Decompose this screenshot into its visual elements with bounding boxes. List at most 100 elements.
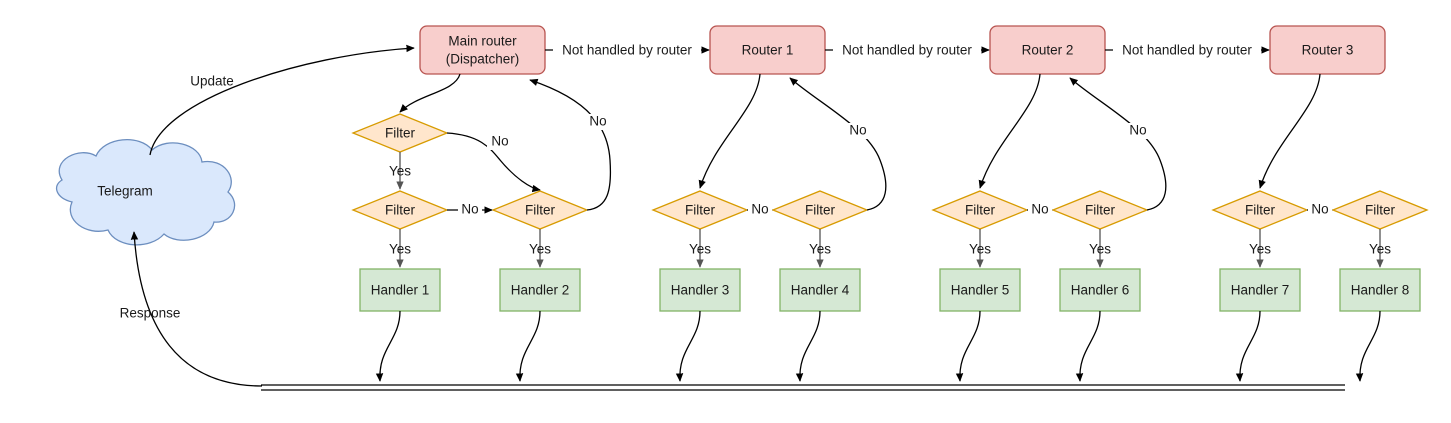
handler-3-label: Handler 3 <box>671 283 730 298</box>
edge-label-yes-6: Yes <box>969 242 991 257</box>
edge-label-no-h: No <box>1311 202 1328 217</box>
handler-node-1[interactable]: Handler 1 <box>359 268 441 312</box>
filter-node-8[interactable]: Filter <box>1331 190 1429 230</box>
edge-label-bg-no-h <box>1308 202 1332 218</box>
edge-filter4-no-return <box>789 77 887 211</box>
edge-label-not-handled-1: Not handled by router <box>562 43 692 58</box>
edge-label-no-b: No <box>461 202 478 217</box>
handler-7-label: Handler 7 <box>1231 283 1290 298</box>
edge-label-bg-1 <box>553 42 701 59</box>
filter-node-0[interactable]: Filter <box>351 113 449 153</box>
edge-handler5-to-collector <box>955 310 981 382</box>
filter-5-label: Filter <box>965 203 996 218</box>
edge-label-not-handled-2: Not handled by router <box>842 43 972 58</box>
edge-label-bg-no-c <box>585 114 611 130</box>
handler-5-box <box>939 268 1021 312</box>
main-router-label-line1: Main router <box>448 34 517 49</box>
edge-label-bg-no-a <box>487 134 513 150</box>
filter-4-label: Filter <box>805 203 836 218</box>
edge-label-no-a: No <box>491 134 508 149</box>
handler-7-box <box>1219 268 1301 312</box>
router-node-3[interactable]: Router 3 <box>1269 25 1386 75</box>
router-node-main[interactable]: Main router (Dispatcher) <box>419 25 546 75</box>
edge-label-no-d: No <box>751 202 768 217</box>
main-router-label-line2: (Dispatcher) <box>446 52 520 67</box>
handler-2-box <box>499 268 581 312</box>
edge-label-yes-2: Yes <box>389 242 411 257</box>
router-1-label: Router 1 <box>742 43 794 58</box>
edge-label-bg-2 <box>833 42 981 59</box>
handler-4-box <box>779 268 861 312</box>
handler-node-2[interactable]: Handler 2 <box>499 268 581 312</box>
filter-node-2[interactable]: Filter <box>491 190 589 230</box>
handler-node-4[interactable]: Handler 4 <box>779 268 861 312</box>
edge-handler1-to-collector <box>375 310 401 382</box>
edge-label-yes-4: Yes <box>689 242 711 257</box>
filter-node-4[interactable]: Filter <box>771 190 869 230</box>
edge-label-update: Update <box>190 74 234 89</box>
filter-8-label: Filter <box>1365 203 1396 218</box>
handler-2-label: Handler 2 <box>511 283 570 298</box>
filter-node-3[interactable]: Filter <box>651 190 749 230</box>
handler-node-3[interactable]: Handler 3 <box>659 268 741 312</box>
handler-1-label: Handler 1 <box>371 283 430 298</box>
edge-router2-to-filter5 <box>978 73 1041 189</box>
edge-handler8-to-collector <box>1355 310 1381 382</box>
edge-label-no-e: No <box>849 123 866 138</box>
filter-1-label: Filter <box>385 203 416 218</box>
edge-label-no-c: No <box>589 114 606 129</box>
telegram-label: Telegram <box>97 184 153 199</box>
telegram-cloud-node[interactable]: Telegram <box>55 139 236 246</box>
handler-6-label: Handler 6 <box>1071 283 1130 298</box>
edge-label-bg-no-e <box>845 123 871 139</box>
edge-label-no-f: No <box>1031 202 1048 217</box>
cloud-shape <box>55 139 236 246</box>
router-node-2[interactable]: Router 2 <box>989 25 1106 75</box>
handler-node-8[interactable]: Handler 8 <box>1339 268 1421 312</box>
filter-node-6[interactable]: Filter <box>1051 190 1149 230</box>
edge-label-not-handled-3: Not handled by router <box>1122 43 1252 58</box>
handler-4-label: Handler 4 <box>791 283 850 298</box>
edge-label-yes-5: Yes <box>809 242 831 257</box>
handler-node-6[interactable]: Handler 6 <box>1059 268 1141 312</box>
edge-label-response: Response <box>120 306 181 321</box>
filter-2-label: Filter <box>525 203 556 218</box>
edge-filter2-no-return <box>529 78 612 211</box>
edge-router3-to-filter7 <box>1258 73 1321 189</box>
filter-3-label: Filter <box>685 203 716 218</box>
edge-handler7-to-collector <box>1235 310 1261 382</box>
edge-label-bg-no-d <box>748 202 772 218</box>
router-node-1[interactable]: Router 1 <box>709 25 826 75</box>
response-collector-bar <box>261 384 1345 391</box>
edge-update <box>149 44 415 156</box>
handler-8-label: Handler 8 <box>1351 283 1410 298</box>
edge-label-yes-8: Yes <box>1249 242 1271 257</box>
filter-node-5[interactable]: Filter <box>931 190 1029 230</box>
edge-handler6-to-collector <box>1075 310 1101 382</box>
edge-label-bg-3 <box>1113 42 1261 59</box>
edge-label-bg-no-b <box>458 202 482 218</box>
edge-label-yes-1: Yes <box>389 164 411 179</box>
handler-node-7[interactable]: Handler 7 <box>1219 268 1301 312</box>
edge-filter0-no <box>446 132 541 193</box>
filter-7-label: Filter <box>1245 203 1276 218</box>
edge-label-yes-7: Yes <box>1089 242 1111 257</box>
edge-filter6-no-return <box>1069 77 1167 211</box>
edge-label-no-g: No <box>1129 123 1146 138</box>
router-3-label: Router 3 <box>1302 43 1354 58</box>
filter-0-label: Filter <box>385 126 416 141</box>
edge-response <box>130 231 263 387</box>
edge-handler3-to-collector <box>675 310 701 382</box>
edge-handler4-to-collector <box>795 310 821 382</box>
handler-8-box <box>1339 268 1421 312</box>
filter-6-label: Filter <box>1085 203 1116 218</box>
router-3-box <box>1269 25 1386 75</box>
handler-node-5[interactable]: Handler 5 <box>939 268 1021 312</box>
edge-router1-to-filter3 <box>698 73 761 189</box>
filter-node-1[interactable]: Filter <box>351 190 449 230</box>
edge-label-bg-no-g <box>1125 123 1151 139</box>
edge-label-yes-3: Yes <box>529 242 551 257</box>
filter-node-7[interactable]: Filter <box>1211 190 1309 230</box>
